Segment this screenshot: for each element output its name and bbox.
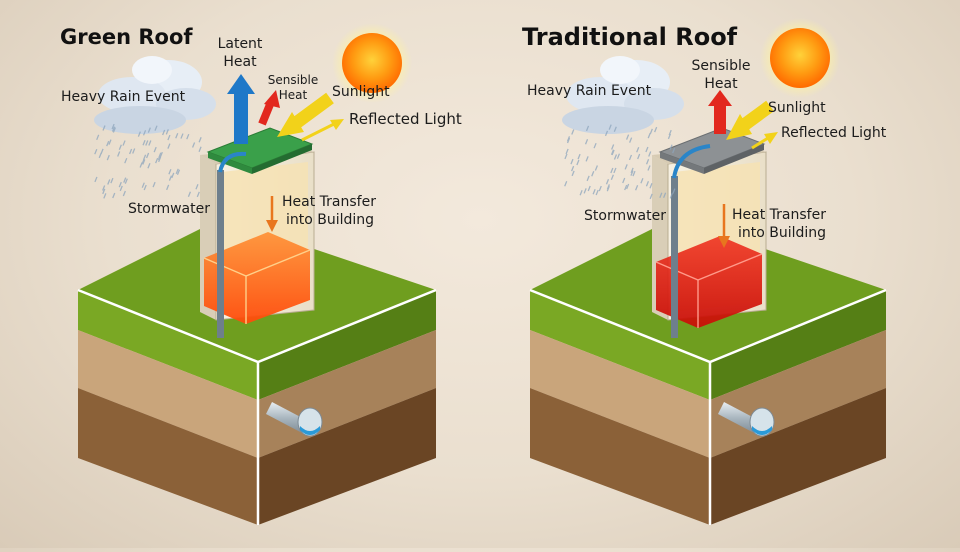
soil-light-left [530,330,710,458]
heat-transfer-label-line2: into Building [286,212,374,228]
soil-dark-right [710,388,886,525]
heat-volume [203,232,311,324]
heavy-rain-label: Heavy Rain Event [527,83,652,99]
cloud-icon [562,56,684,134]
rain-icon [94,123,202,199]
reflected-light-arrow-icon [301,119,344,142]
soil-dark-left [530,388,710,525]
traditional-roof-panel: Traditional Roof Heavy Rain Event Sensib… [522,18,887,525]
sensible-heat-label-line2: Heat [704,76,738,92]
soil-light-left [78,330,258,458]
downpipe [671,176,678,338]
heat-transfer-label-line1: Heat Transfer [732,207,826,223]
sensible-heat-arrow-up-icon [708,90,732,134]
sensible-heat-arrow-up-icon [258,90,280,126]
grass-front-left [530,290,710,400]
grass-front-right [710,290,886,400]
sensible-heat-label-line2: Heat [279,88,308,102]
sensible-heat-label-line1: Sensible [268,73,319,87]
sunlight-arrow-down-icon [726,100,774,140]
ground-block [77,218,437,525]
pipe-icon [718,402,775,437]
grass-front-right [258,290,436,400]
rain-icon [564,124,676,200]
stormwater-label: Stormwater [128,201,210,217]
heat-volume [655,236,763,328]
reflected-light-arrow-icon [751,132,778,150]
heat-transfer-label-line2: into Building [738,225,826,241]
heat-transfer-arrow-down-icon [266,196,278,232]
sunlight-label: Sunlight [768,100,826,116]
heat-transfer-label-line1: Heat Transfer [282,194,376,210]
heavy-rain-label: Heavy Rain Event [61,89,186,105]
latent-heat-arrow-up-icon [227,74,255,144]
reflected-light-label: Reflected Light [349,110,462,128]
sun-icon [760,18,840,98]
green-roof-panel: Green Roof Heavy Rain Event Latent Heat … [60,23,462,525]
sunlight-label: Sunlight [332,84,390,100]
panel-title: Traditional Roof [522,23,738,51]
sensible-heat-label-line1: Sensible [692,58,751,74]
cloud-icon [94,56,216,134]
reflected-light-label: Reflected Light [781,125,887,141]
soil-dark-left [78,388,258,525]
building [200,127,315,338]
heat-transfer-arrow-down-icon [718,204,730,248]
downpipe [217,170,224,338]
latent-heat-label-line2: Heat [223,54,257,70]
panel-title: Green Roof [60,25,193,49]
sun-icon [332,23,412,103]
soil-dark-right [258,388,436,525]
grass-front-left [78,290,258,400]
latent-heat-label-line1: Latent [218,36,263,52]
building [652,127,767,338]
sunlight-arrow-down-icon [277,92,334,137]
pipe-icon [266,402,323,437]
stormwater-label: Stormwater [584,208,666,224]
